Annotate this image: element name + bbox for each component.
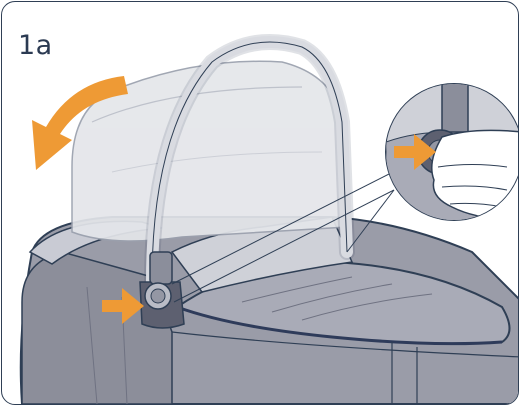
step-label: 1a bbox=[18, 30, 53, 61]
